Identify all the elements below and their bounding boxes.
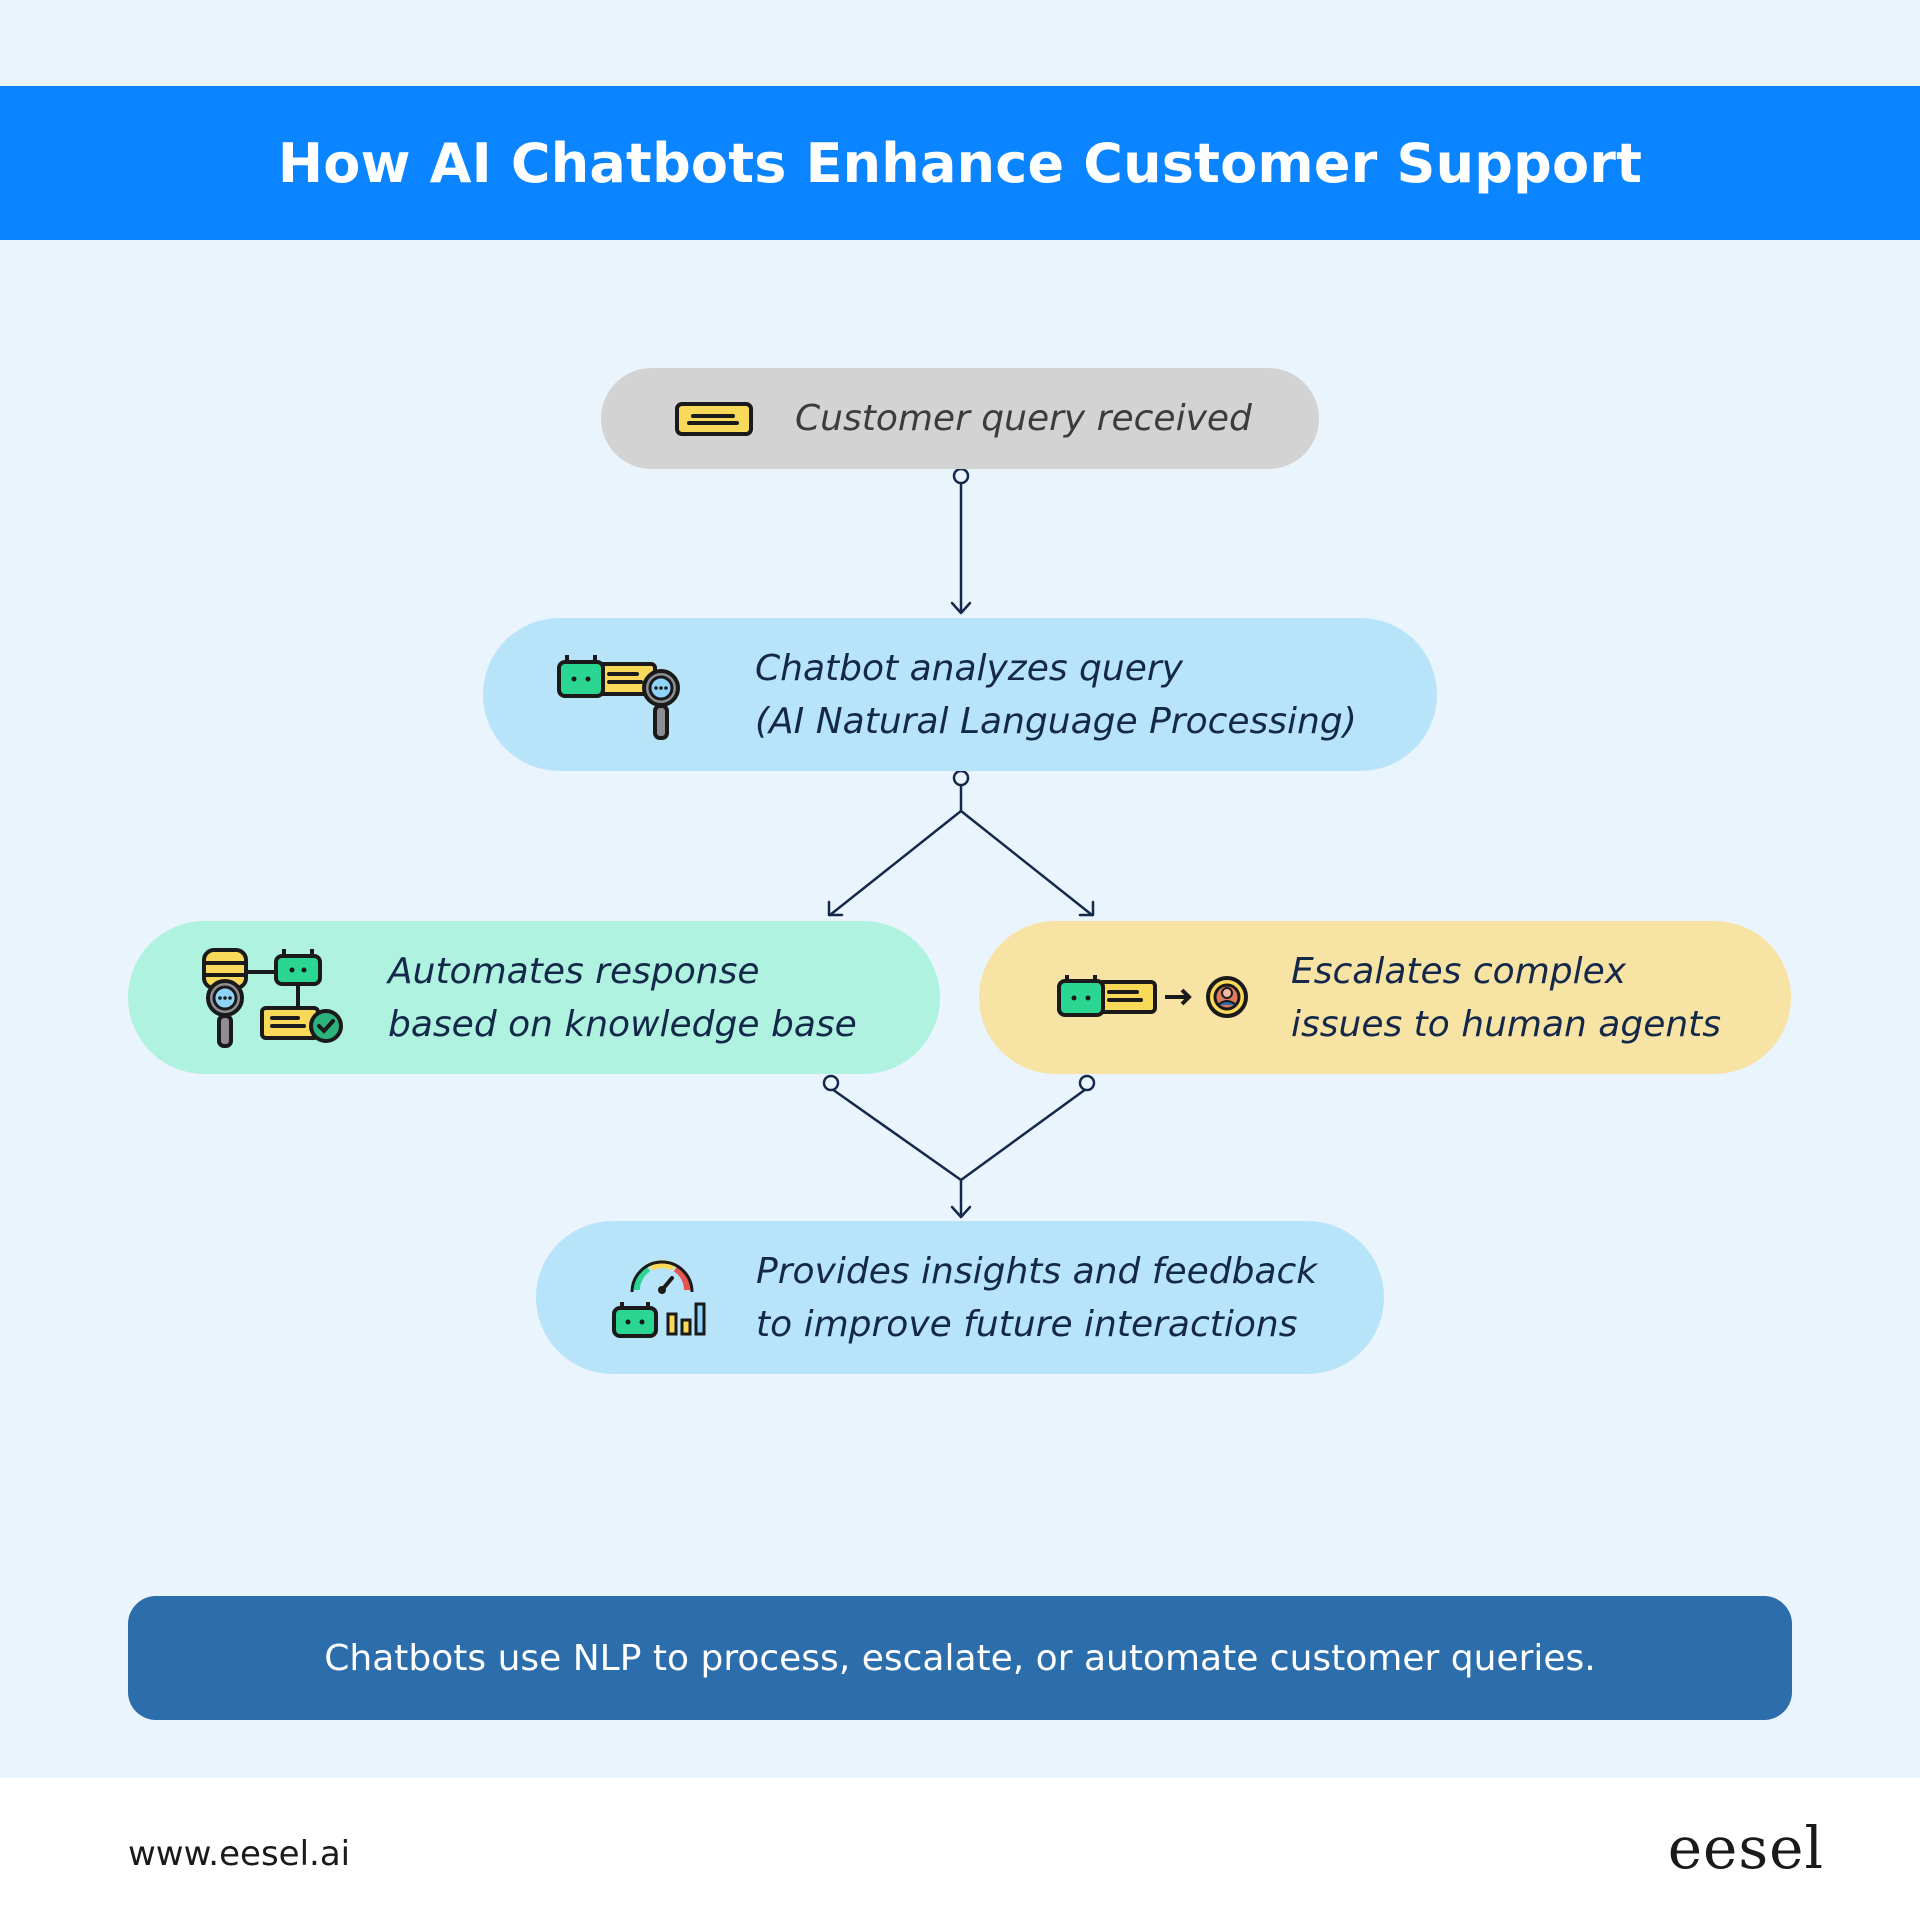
connector-dot-escalate	[1078, 1074, 1096, 1092]
message-icon	[673, 401, 755, 436]
node-label-line: Provides insights and feedback	[756, 1250, 1318, 1292]
summary-banner: Chatbots use NLP to process, escalate, o…	[128, 1596, 1792, 1720]
node-label-line: Customer query received	[795, 398, 1252, 439]
footer: www.eesel.ai eesel	[0, 1778, 1920, 1920]
chatbot-search-icon	[553, 650, 683, 740]
brand-logo: eesel	[1667, 1814, 1824, 1882]
flow-node-automates-response: Automates response based on knowledge ba…	[128, 921, 940, 1074]
page-title: How AI Chatbots Enhance Customer Support	[277, 131, 1643, 195]
knowledge-base-automation-icon	[198, 946, 348, 1050]
footer-url-link[interactable]: www.eesel.ai	[128, 1834, 351, 1874]
escalate-to-agent-icon	[1053, 973, 1253, 1023]
connector-to-escalate	[959, 809, 1094, 917]
flow-node-chatbot-analyzes: Chatbot analyzes query (AI Natural Langu…	[483, 618, 1437, 771]
node-label-line: Chatbot analyzes query	[755, 647, 1183, 689]
summary-text: Chatbots use NLP to process, escalate, o…	[324, 1637, 1596, 1679]
analytics-gauge-icon	[608, 1258, 718, 1338]
connector-dot-query	[952, 467, 970, 485]
node-label-line: based on knowledge base	[388, 1003, 857, 1045]
node-label: Automates response based on knowledge ba…	[388, 945, 857, 1051]
node-label-line: (AI Natural Language Processing)	[755, 700, 1357, 742]
arrowhead-escalate	[1078, 900, 1095, 917]
connector-dot-analyze	[952, 769, 970, 787]
arrowhead-automate	[827, 900, 844, 917]
node-label-line: Automates response	[388, 950, 760, 992]
arrowhead-insights	[950, 1205, 972, 1219]
connector-dot-automate	[822, 1074, 840, 1092]
connector-from-automate	[830, 1087, 963, 1182]
connector-from-escalate	[959, 1087, 1088, 1182]
node-label-line: to improve future interactions	[756, 1303, 1298, 1345]
flow-node-customer-query: Customer query received	[601, 368, 1319, 469]
node-label: Escalates complex issues to human agents	[1291, 945, 1721, 1051]
connector-to-automate	[828, 809, 963, 917]
node-label-line: issues to human agents	[1291, 1003, 1722, 1045]
node-label: Customer query received	[795, 392, 1252, 445]
node-label: Chatbot analyzes query (AI Natural Langu…	[755, 642, 1357, 748]
flow-node-escalates-issues: Escalates complex issues to human agents	[979, 921, 1791, 1074]
node-label-line: Escalates complex	[1291, 950, 1627, 992]
flow-node-provides-insights: Provides insights and feedback to improv…	[536, 1221, 1384, 1374]
arrowhead-analyze	[950, 601, 972, 615]
header-banner: How AI Chatbots Enhance Customer Support	[0, 86, 1920, 240]
node-label: Provides insights and feedback to improv…	[756, 1245, 1317, 1351]
